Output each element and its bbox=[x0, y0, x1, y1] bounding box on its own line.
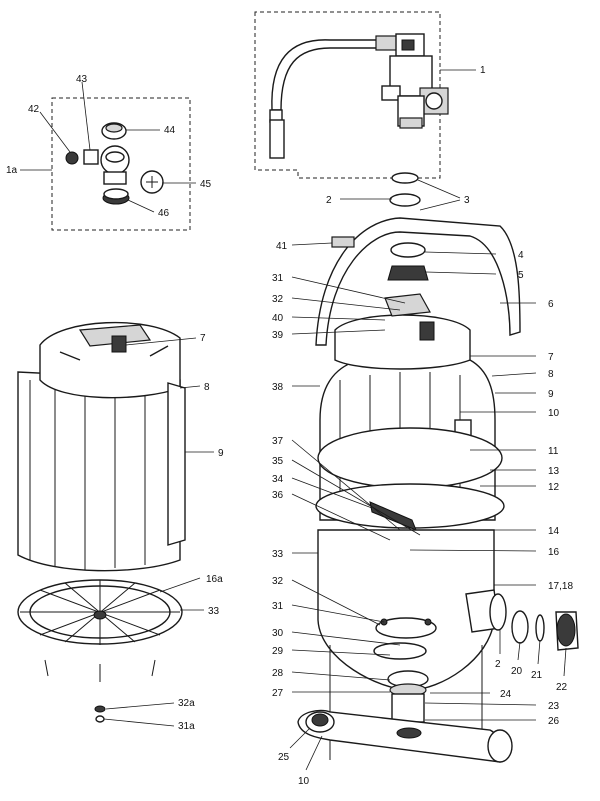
callout-36: 36 bbox=[272, 490, 284, 501]
hose-valve-assembly bbox=[269, 33, 449, 159]
callout-2-top: 2 bbox=[326, 195, 332, 206]
callout-10-right: 10 bbox=[548, 408, 560, 419]
callout-42: 42 bbox=[28, 104, 40, 115]
callout-34: 34 bbox=[272, 474, 284, 485]
callout-6: 6 bbox=[548, 299, 554, 310]
callout-37: 37 bbox=[272, 436, 284, 447]
callout-1a: 1a bbox=[6, 165, 18, 176]
callout-9-left: 9 bbox=[218, 448, 224, 459]
callout-20: 20 bbox=[511, 666, 523, 677]
callout-40: 40 bbox=[272, 313, 284, 324]
callout-9-right: 9 bbox=[548, 389, 554, 400]
callout-46: 46 bbox=[158, 208, 170, 219]
callout-32-upper: 32 bbox=[272, 294, 284, 305]
small-hardware-31a-32a bbox=[94, 705, 106, 723]
callout-26: 26 bbox=[548, 716, 560, 727]
callout-41: 41 bbox=[276, 241, 288, 252]
callout-8-right: 8 bbox=[548, 369, 554, 380]
callout-39: 39 bbox=[272, 330, 284, 341]
callout-31-upper: 31 bbox=[272, 273, 284, 284]
callout-33-left: 33 bbox=[208, 606, 220, 617]
callout-21: 21 bbox=[531, 670, 543, 681]
callout-45: 45 bbox=[200, 179, 212, 190]
valve-kit-1a bbox=[65, 122, 164, 205]
callout-12: 12 bbox=[548, 482, 560, 493]
callout-31a: 31a bbox=[178, 721, 195, 732]
filter-main-assembly bbox=[297, 172, 579, 763]
callout-11: 11 bbox=[548, 446, 559, 457]
callout-27: 27 bbox=[272, 688, 284, 699]
callout-5: 5 bbox=[518, 270, 524, 281]
callout-35: 35 bbox=[272, 456, 284, 467]
callout-2-port: 2 bbox=[495, 659, 501, 670]
callout-8-left: 8 bbox=[204, 382, 210, 393]
callout-29: 29 bbox=[272, 646, 284, 657]
cartridge-element bbox=[17, 321, 186, 572]
leader-lines bbox=[20, 69, 567, 771]
callout-4: 4 bbox=[518, 250, 524, 261]
kit-1a-dashed-box bbox=[51, 97, 191, 231]
callout-16: 16 bbox=[548, 547, 560, 558]
callout-13: 13 bbox=[548, 466, 560, 477]
kit-1-dashed-box bbox=[254, 11, 441, 179]
callout-23: 23 bbox=[548, 701, 560, 712]
manifold-spider bbox=[17, 579, 183, 682]
callout-7-left: 7 bbox=[200, 333, 206, 344]
callout-33-right: 33 bbox=[272, 549, 284, 560]
callout-44: 44 bbox=[164, 125, 176, 136]
callout-14: 14 bbox=[548, 526, 560, 537]
callout-28: 28 bbox=[272, 668, 284, 679]
callout-38: 38 bbox=[272, 382, 284, 393]
callout-10-bottom: 10 bbox=[298, 776, 310, 787]
callout-labels: 1 1a 2 3 4 5 6 7 8 9 10 11 12 13 14 16 1… bbox=[6, 65, 573, 787]
callout-31-lower: 31 bbox=[272, 601, 284, 612]
callout-7-right: 7 bbox=[548, 352, 554, 363]
callout-1: 1 bbox=[480, 65, 486, 76]
callout-43: 43 bbox=[76, 74, 88, 85]
callout-25: 25 bbox=[278, 752, 290, 763]
callout-22: 22 bbox=[556, 682, 568, 693]
callout-17-18: 17,18 bbox=[548, 581, 573, 592]
callout-24: 24 bbox=[500, 689, 512, 700]
callout-32a: 32a bbox=[178, 698, 195, 709]
callout-16a: 16a bbox=[206, 574, 223, 585]
callout-32-lower: 32 bbox=[272, 576, 284, 587]
callout-3: 3 bbox=[464, 195, 470, 206]
callout-30: 30 bbox=[272, 628, 284, 639]
